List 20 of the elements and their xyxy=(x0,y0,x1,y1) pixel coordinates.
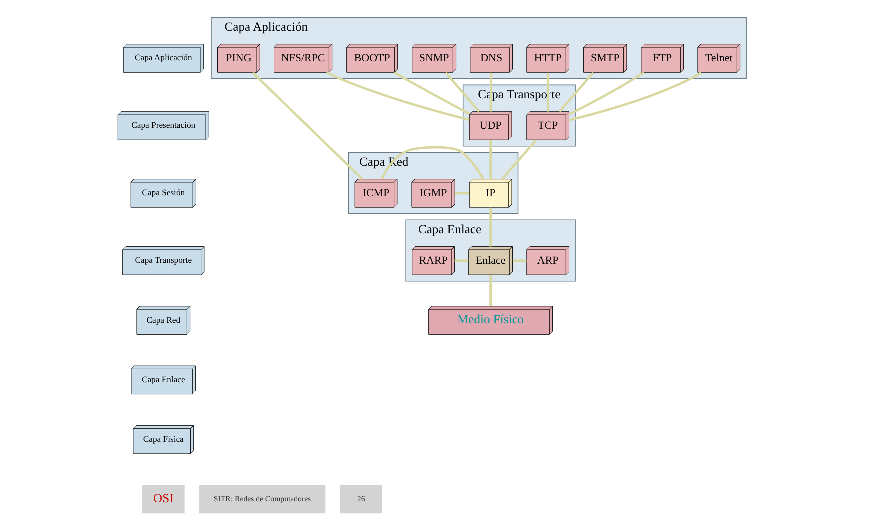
connector xyxy=(568,72,702,122)
connector xyxy=(454,192,469,195)
connector xyxy=(512,260,526,262)
connector xyxy=(568,72,644,116)
connector xyxy=(394,72,470,116)
connector xyxy=(546,72,549,112)
connector xyxy=(489,140,492,180)
connector xyxy=(326,72,470,122)
connector xyxy=(489,208,492,247)
label: OSI xyxy=(153,491,174,506)
label: SITR: Redes de Computadores xyxy=(213,494,311,504)
connector xyxy=(558,72,594,113)
connector xyxy=(380,146,484,180)
connector xyxy=(489,275,492,306)
connector xyxy=(252,72,363,180)
connector xyxy=(444,72,480,113)
label: 26 xyxy=(356,494,365,504)
connector xyxy=(489,72,492,112)
connector xyxy=(501,140,537,180)
connector xyxy=(454,260,468,262)
